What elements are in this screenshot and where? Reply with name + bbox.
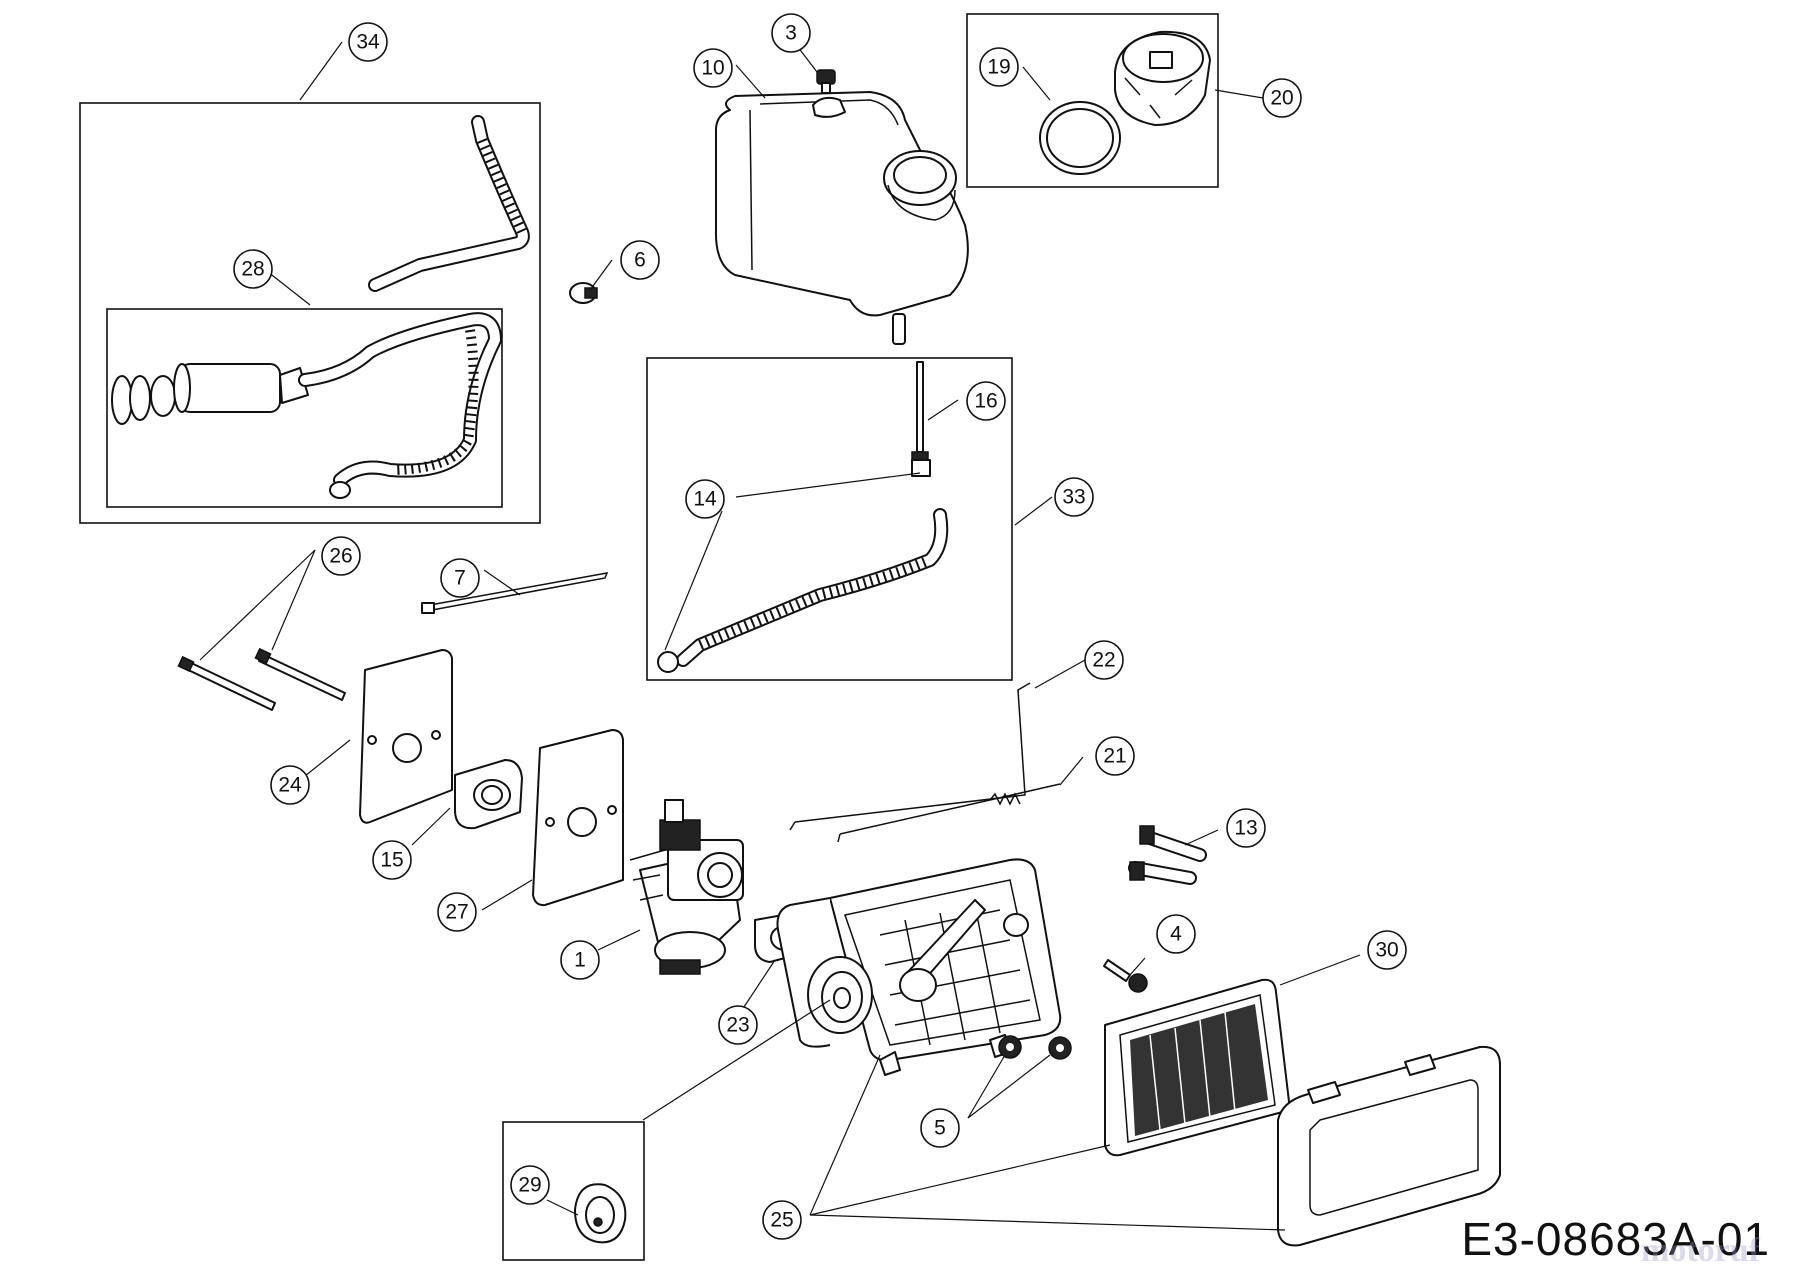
callout-30: 30 xyxy=(1367,930,1407,970)
callout-4: 4 xyxy=(1156,914,1196,954)
air-filter-element-30 xyxy=(1104,978,1291,1157)
bolt-3 xyxy=(816,69,836,94)
callout-13: 13 xyxy=(1226,808,1266,848)
carburetor-1 xyxy=(629,799,744,975)
rod-22 xyxy=(789,682,1031,831)
callout-27: 27 xyxy=(437,892,477,932)
callout-10: 10 xyxy=(693,48,733,88)
gasket-27 xyxy=(532,729,624,907)
callout-1: 1 xyxy=(560,940,600,980)
svg-text:30: 30 xyxy=(1375,939,1398,962)
fuel-hose-33 xyxy=(657,361,949,673)
svg-text:7: 7 xyxy=(454,567,466,590)
svg-text:22: 22 xyxy=(1092,649,1115,672)
leader-lines xyxy=(199,37,1361,1231)
callout-22: 22 xyxy=(1084,640,1124,680)
fuel-line-34 xyxy=(368,115,530,292)
svg-text:5: 5 xyxy=(934,1117,946,1140)
callout-3: 3 xyxy=(771,13,811,53)
group-28-frame xyxy=(106,308,503,508)
heat-shield-24 xyxy=(359,649,453,824)
svg-text:10: 10 xyxy=(701,57,724,80)
svg-text:15: 15 xyxy=(380,849,403,872)
elbow-29-detail xyxy=(574,1183,627,1244)
svg-text:6: 6 xyxy=(634,249,646,272)
air-filter-base xyxy=(776,858,1062,1076)
callout-28: 28 xyxy=(233,249,273,289)
nuts-5 xyxy=(998,1035,1072,1060)
callout-25: 25 xyxy=(762,1200,802,1240)
callout-23: 23 xyxy=(718,1005,758,1045)
fuel-filter-28 xyxy=(111,312,502,499)
svg-text:28: 28 xyxy=(241,258,264,281)
callout-14: 14 xyxy=(685,479,725,519)
svg-text:29: 29 xyxy=(518,1174,541,1197)
svg-text:21: 21 xyxy=(1103,745,1126,768)
bolt-4 xyxy=(1103,959,1148,993)
callout-20: 20 xyxy=(1262,78,1302,118)
fuel-cap xyxy=(1114,30,1211,126)
drawing-code: E3-08683A-01 xyxy=(1461,1213,1770,1265)
svg-text:3: 3 xyxy=(785,22,797,45)
callout-26: 26 xyxy=(321,536,361,576)
studs-26 xyxy=(177,647,346,711)
callout-15: 15 xyxy=(372,840,412,880)
svg-text:25: 25 xyxy=(770,1209,793,1232)
svg-text:33: 33 xyxy=(1062,486,1085,509)
callout-5: 5 xyxy=(920,1108,960,1148)
svg-text:23: 23 xyxy=(726,1014,749,1037)
callout-6: 6 xyxy=(620,240,660,280)
svg-text:14: 14 xyxy=(693,488,717,511)
callout-21: 21 xyxy=(1095,736,1135,776)
svg-text:19: 19 xyxy=(987,56,1010,79)
svg-text:4: 4 xyxy=(1170,923,1182,946)
svg-text:20: 20 xyxy=(1270,87,1293,110)
callout-24: 24 xyxy=(270,765,310,805)
cap-gasket xyxy=(1039,101,1121,175)
svg-text:13: 13 xyxy=(1234,817,1257,840)
callout-29: 29 xyxy=(510,1165,550,1205)
air-inlet-elbow xyxy=(807,956,873,1034)
group-19-20-frame xyxy=(966,13,1219,188)
svg-text:24: 24 xyxy=(278,774,302,797)
spacer-15 xyxy=(454,759,523,830)
svg-text:16: 16 xyxy=(974,390,997,413)
svg-text:26: 26 xyxy=(329,545,352,568)
callout-16: 16 xyxy=(966,381,1006,421)
svg-text:34: 34 xyxy=(356,31,380,54)
callout-34: 34 xyxy=(348,22,388,62)
watermark-logo: motoruf xyxy=(1641,1232,1760,1269)
callout-7: 7 xyxy=(440,558,480,598)
breather-hose-13 xyxy=(1128,825,1207,885)
rod-21-spring xyxy=(837,783,1061,843)
hose-clamp-6 xyxy=(569,282,598,304)
group-29-frame xyxy=(502,1121,645,1261)
callout-19: 19 xyxy=(979,47,1019,87)
air-filter-cover xyxy=(1277,1045,1501,1247)
svg-text:1: 1 xyxy=(574,949,586,972)
fuel-tank xyxy=(714,91,969,345)
group-34-frame xyxy=(79,102,541,524)
svg-text:27: 27 xyxy=(445,901,468,924)
callout-33: 33 xyxy=(1054,477,1094,517)
group-33-frame xyxy=(646,357,1013,681)
cable-tie-7 xyxy=(421,572,609,614)
